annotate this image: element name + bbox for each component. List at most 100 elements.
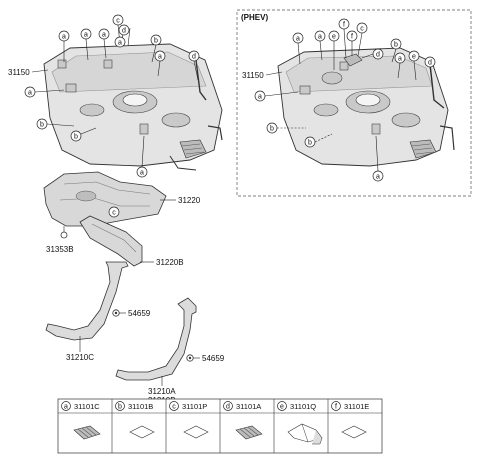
svg-text:a: a: [158, 54, 162, 61]
callout-circle: a: [292, 32, 304, 44]
legend-part-number: 31101B: [128, 402, 153, 411]
main-tank-callouts: a a a c d a b a d a b b a 31150: [8, 14, 200, 178]
callout-circle: b: [70, 130, 82, 142]
label-31150: 31150: [8, 68, 30, 77]
legend-cell-c: c 31101P: [169, 401, 209, 439]
label-31150-phev: 31150: [242, 71, 264, 80]
callout-circle: e: [328, 30, 340, 42]
square-pad-icon: [129, 425, 155, 439]
callout-circle: d: [188, 50, 200, 62]
legend-table: a 31101C b 31101B c 31101P: [57, 398, 383, 454]
svg-text:b: b: [74, 134, 78, 141]
svg-text:d: d: [192, 54, 196, 61]
svg-text:a: a: [296, 36, 300, 43]
callout-circle: b: [150, 34, 162, 46]
heat-protector: c 31220 31353B: [43, 171, 201, 254]
folded-pad-icon: [287, 423, 323, 445]
ribbed-pad-icon: [73, 425, 101, 440]
phev-label: (PHEV): [241, 13, 268, 22]
square-pad-icon: [183, 425, 209, 439]
callout-circle: a: [98, 28, 110, 40]
callout-circle: c: [356, 22, 368, 34]
square-pad-icon: [341, 425, 367, 439]
svg-text:c: c: [360, 26, 364, 33]
svg-text:c: c: [116, 18, 120, 25]
legend-part-number: 31101C: [74, 402, 100, 411]
legend-cell-e: e 31101Q: [277, 401, 323, 445]
nut-upper: 54659: [112, 309, 151, 318]
svg-text:c: c: [112, 210, 116, 217]
callout-circle: a: [136, 166, 148, 178]
callout-circle: f: [338, 18, 350, 30]
svg-text:d: d: [226, 404, 230, 411]
callout-circle: a: [154, 50, 166, 62]
legend-part-number: 31101E: [344, 402, 369, 411]
legend-part-number: 31101P: [182, 402, 207, 411]
label-31353b: 31353B: [46, 245, 74, 254]
callout-circle: d: [424, 56, 436, 68]
label-54659-upper: 54659: [128, 309, 151, 318]
fuel-tank-phev: [277, 47, 455, 167]
legend-part-number: 31101A: [236, 402, 261, 411]
callout-circle: a: [254, 90, 266, 102]
callout-circle: b: [36, 118, 48, 130]
svg-text:a: a: [64, 404, 68, 411]
svg-text:a: a: [140, 170, 144, 177]
tank-band-31210c: 31210C: [45, 261, 129, 362]
legend-cell-f: f 31101E: [331, 401, 369, 439]
svg-text:a: a: [28, 90, 32, 97]
callout-circle: a: [394, 52, 406, 64]
callout-circle: a: [372, 170, 384, 182]
protector-31220b: 31220B: [79, 215, 184, 267]
callout-circle: f: [346, 30, 358, 42]
phev-variant-box: (PHEV) a a e f f: [236, 9, 472, 197]
callout-circle: a: [314, 30, 326, 42]
legend-cell-b: b 31101B: [115, 401, 155, 439]
svg-text:e: e: [332, 34, 336, 41]
callout-circle: e: [408, 50, 420, 62]
svg-text:b: b: [270, 126, 274, 133]
svg-text:e: e: [412, 54, 416, 61]
label-31220b: 31220B: [156, 258, 184, 267]
nut-lower: 54659: [186, 354, 225, 363]
svg-text:b: b: [308, 140, 312, 147]
callout-circle: d: [372, 48, 384, 60]
svg-text:d: d: [428, 60, 432, 67]
svg-text:a: a: [318, 34, 322, 41]
label-31220: 31220: [178, 196, 201, 205]
fuel-tank-main: [43, 27, 223, 171]
ribbed-pad-icon: [235, 425, 263, 440]
callout-circle: a: [114, 36, 126, 48]
phev-tank-callouts: a a e f f c d b a e d a b b: [242, 18, 436, 182]
callout-circle: d: [118, 24, 130, 36]
legend-part-number: 31101Q: [290, 402, 316, 411]
svg-text:b: b: [394, 42, 398, 49]
callout-circle: a: [24, 86, 36, 98]
svg-text:d: d: [376, 52, 380, 59]
svg-text:f: f: [351, 34, 353, 41]
svg-text:a: a: [258, 94, 262, 101]
legend-cell-a: a 31101C: [61, 401, 101, 440]
svg-text:f: f: [335, 404, 337, 411]
svg-text:a: a: [84, 32, 88, 39]
svg-text:e: e: [280, 404, 284, 411]
clip-icon: [60, 231, 68, 239]
label-31210a: 31210A: [148, 387, 176, 396]
svg-text:b: b: [154, 38, 158, 45]
label-54659-lower: 54659: [202, 354, 225, 363]
callout-circle: a: [58, 30, 70, 42]
svg-text:a: a: [398, 56, 402, 63]
svg-text:f: f: [343, 22, 345, 29]
callout-circle: b: [266, 122, 278, 134]
svg-text:b: b: [40, 122, 44, 129]
svg-text:c: c: [172, 404, 176, 411]
legend-cell-d: d 31101A: [223, 401, 263, 440]
callout-circle: c: [108, 206, 120, 218]
callout-circle: b: [390, 38, 402, 50]
svg-text:a: a: [376, 174, 380, 181]
callout-circle: a: [80, 28, 92, 40]
label-31210c: 31210C: [66, 353, 94, 362]
svg-text:d: d: [122, 28, 126, 35]
callout-circle: b: [304, 136, 316, 148]
